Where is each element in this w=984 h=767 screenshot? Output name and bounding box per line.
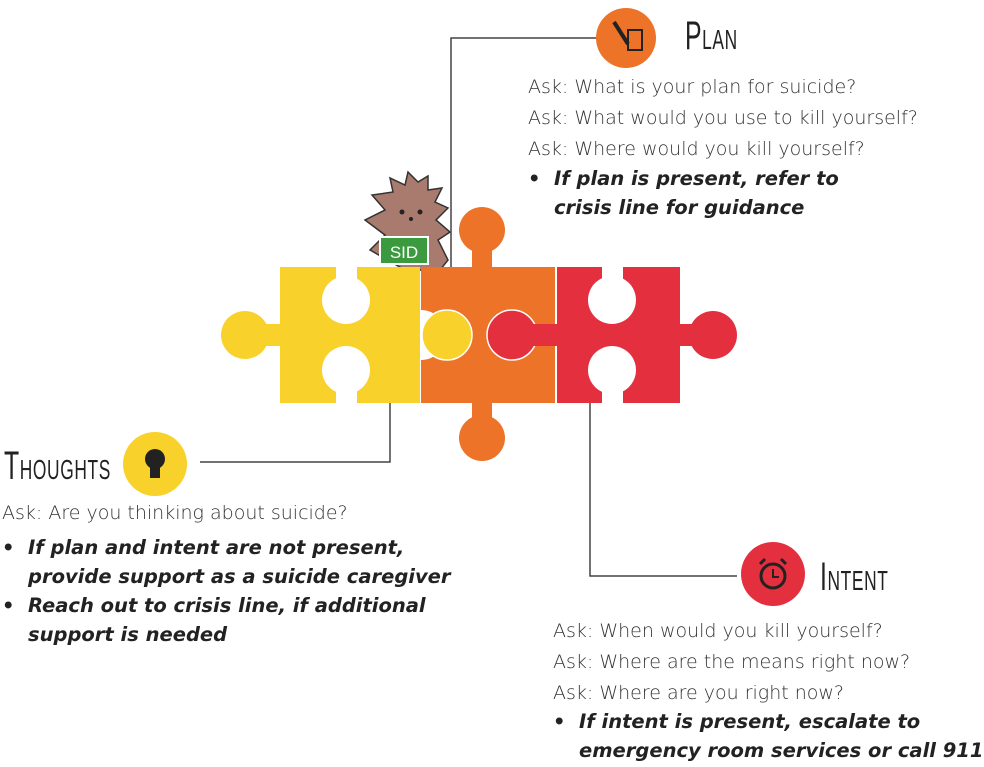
plan-title: Plan	[685, 14, 738, 58]
hand-writing-icon	[596, 8, 656, 68]
question: Ask: Are you thinking about suicide?	[2, 502, 348, 524]
bullet: If plan and intent are not present, prov…	[2, 533, 472, 591]
thoughts-questions: Ask: Are you thinking about suicide?	[2, 498, 348, 529]
question: Ask: Where are you right now?	[553, 682, 845, 704]
thoughts-bullets: If plan and intent are not present, prov…	[2, 533, 472, 649]
question: Ask: When would you kill yourself?	[553, 620, 883, 642]
question: Ask: Where are the means right now?	[553, 651, 911, 673]
alarm-clock-icon	[741, 542, 805, 606]
lightbulb-icon	[123, 432, 187, 496]
question: Ask: Where would you kill yourself?	[528, 138, 865, 160]
intent-bullets: If intent is present, escalate to emerge…	[553, 707, 984, 765]
mascot-sign: SID	[390, 243, 418, 262]
bullet: If plan is present, refer to crisis line…	[528, 164, 858, 222]
question: Ask: What is your plan for suicide?	[528, 76, 857, 98]
thoughts-title: Thoughts	[4, 444, 111, 488]
intent-questions: Ask: When would you kill yourself? Ask: …	[553, 616, 910, 709]
plan-connector	[450, 37, 597, 267]
thoughts-connector	[200, 403, 391, 463]
hedgehog-mascot: SID	[363, 170, 452, 271]
bullet: Reach out to crisis line, if additional …	[2, 591, 448, 649]
intent-title: Intent	[820, 555, 889, 599]
plan-bullets: If plan is present, refer to crisis line…	[528, 164, 858, 222]
plan-questions: Ask: What is your plan for suicide? Ask:…	[528, 72, 918, 165]
question: Ask: What would you use to kill yourself…	[528, 107, 918, 129]
bullet: If intent is present, escalate to emerge…	[553, 707, 984, 765]
intent-connector	[589, 403, 737, 577]
